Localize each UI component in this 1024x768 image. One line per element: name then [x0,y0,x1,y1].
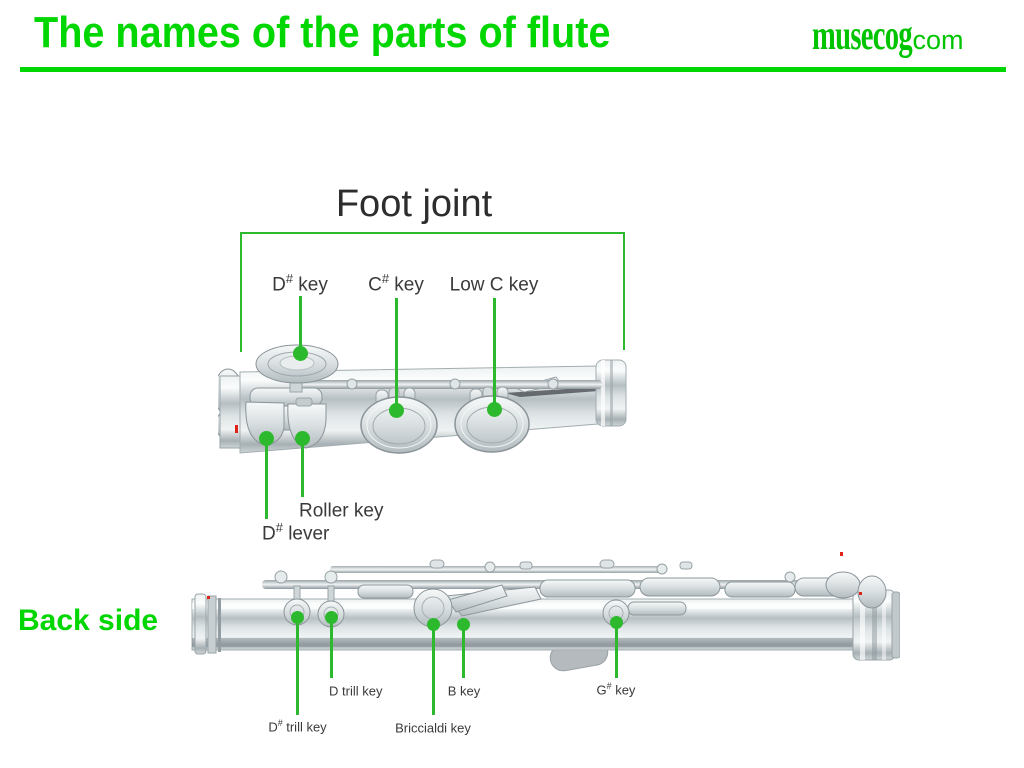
foot-joint-bracket-top [240,232,625,234]
red-mark [840,552,843,556]
label-g-sharp-key: G# key [596,681,636,698]
leader-d-sharp-trill-key [296,617,299,715]
dot-d-sharp-trill-key [291,611,304,624]
dot-g-sharp-key [610,616,623,629]
back-side-key-mechanism [283,571,887,628]
dot-roller-key [295,431,310,446]
leader-briccialdi-key [432,624,435,715]
logo-suffix: .com [904,25,964,55]
leader-d-sharp-lever [265,438,268,519]
red-mark [207,596,210,599]
dot-briccialdi-key [427,618,440,631]
leader-c-sharp-key [395,298,398,411]
red-mark [859,592,862,595]
label-roller-key: Roller key [299,500,384,522]
foot-joint-bracket-right [623,232,625,350]
leader-d-sharp-key [299,296,302,354]
foot-joint-key-mechanism [245,344,530,454]
dot-d-sharp-lever [259,431,274,446]
label-d-trill-key: D trill key [329,683,383,699]
label-d-sharp-trill-key: D# trill key [268,718,327,735]
dot-low-c-key [487,402,502,417]
leader-low-c-key [493,298,496,410]
site-logo: musecog.com [812,12,964,60]
foot-joint-heading: Foot joint [335,183,493,225]
logo-brand: musecog [812,13,913,59]
dot-c-sharp-key [389,403,404,418]
label-d-sharp-lever: D# lever [262,520,330,545]
dot-d-trill-key [325,611,338,624]
red-mark [235,425,238,433]
label-c-sharp-key: C# key [368,271,424,296]
back-side-flute-illustration [191,559,900,672]
label-low-c-key: Low C key [449,274,539,296]
dot-d-sharp-key [293,346,308,361]
leader-d-trill-key [330,617,333,678]
label-b-key: B key [447,683,481,699]
foot-joint-flute-illustration [218,344,627,454]
leader-b-key [462,624,465,678]
label-briccialdi-key: Briccialdi key [395,720,471,736]
leader-g-sharp-key [615,622,618,678]
label-d-sharp-key: D# key [272,271,328,296]
page-title: The names of the parts of flute [34,8,611,57]
header-underline [20,67,1006,72]
foot-joint-bracket-left [240,232,242,352]
leader-roller-key [301,438,304,497]
back-side-heading: Back side [18,604,159,637]
dot-b-key [457,618,470,631]
